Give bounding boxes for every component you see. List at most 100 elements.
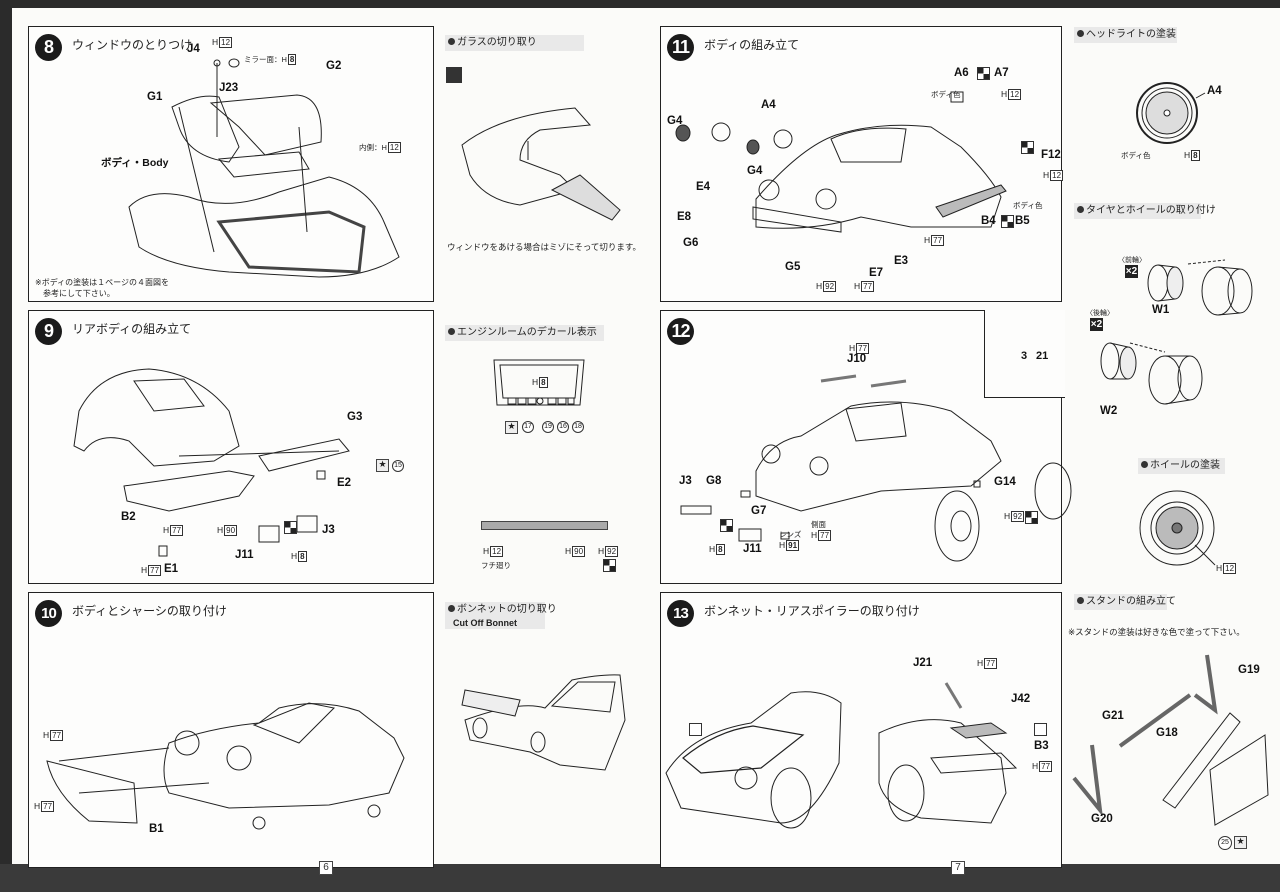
part-label-j21: J21 <box>913 657 933 669</box>
step-number-badge: 11 <box>667 34 694 61</box>
left-headlight <box>174 730 200 756</box>
rear-tire <box>1034 462 1072 520</box>
bonnet <box>682 725 805 774</box>
part-label-g2: G2 <box>326 60 342 72</box>
g3-rear-garnish <box>258 438 350 472</box>
quantity-badge: ×2 <box>1090 318 1103 331</box>
wheel-paint-heading: ホイールの塗装 <box>1138 458 1225 474</box>
step-number-badge: 12 <box>667 318 694 345</box>
part-label-b2: B2 <box>121 511 136 523</box>
glass-cut-caption: ウィンドウをあける場合はミゾにそって切ります。 <box>447 243 642 253</box>
g1-guide-line <box>178 106 215 253</box>
rear-wheel <box>887 764 925 822</box>
windshield <box>252 702 336 744</box>
part-label-e8: E8 <box>677 211 692 223</box>
decal-marker-icon <box>1001 215 1014 228</box>
part-label-g7: G7 <box>751 505 767 517</box>
bullet-icon <box>1077 206 1084 213</box>
cut-marker-icon <box>689 723 702 736</box>
body-label: ボディ・Body <box>101 157 169 169</box>
part-label-g20: G20 <box>1091 813 1113 825</box>
glass-cut-heading: ガラスの切り取り <box>445 35 584 51</box>
bullet-icon <box>1141 461 1148 468</box>
part-label-e4: E4 <box>696 181 711 193</box>
windshield <box>830 127 907 163</box>
body-shell <box>128 176 400 278</box>
bonnet-cut-subheading: Cut Off Bonnet <box>453 618 517 628</box>
b2-rear-bumper <box>123 470 255 512</box>
e1-part <box>158 545 168 557</box>
j42-grille <box>949 722 1008 739</box>
rear-garnish-strip <box>481 521 608 530</box>
bullet-icon <box>448 328 455 335</box>
bullet-icon <box>448 605 455 612</box>
part-label-j23: J23 <box>219 82 239 94</box>
body-chassis-illustration <box>46 702 405 830</box>
part-label-e3: E3 <box>894 255 909 267</box>
part-label-a4: A4 <box>761 99 776 111</box>
left-headlight <box>761 444 781 464</box>
windshield <box>845 402 907 442</box>
part-label-j11: J11 <box>235 549 254 561</box>
g1-window-part <box>171 95 240 163</box>
bonnet-spoiler-illustration <box>665 682 1018 829</box>
part-label-b3: B3 <box>1034 740 1049 752</box>
decal-marker-icon <box>977 67 990 80</box>
b4-side-skirt <box>935 184 1007 218</box>
right-headlight-mount <box>815 188 837 210</box>
step-number-badge: 9 <box>35 318 62 345</box>
body-paint-note-line-2: 参考にして下さい。 <box>43 289 115 298</box>
front-headlight <box>734 766 758 790</box>
part-label-j3: J3 <box>679 475 692 487</box>
part-label-g8: G8 <box>706 475 722 487</box>
b3-rear-spoiler <box>930 752 1018 774</box>
body-color-callout: ボディ色 <box>931 90 961 99</box>
wiper-wheel-illustration <box>680 374 1072 562</box>
part-label-g4-left: G4 <box>667 115 683 127</box>
e2-part <box>316 470 326 480</box>
j10-wiper-right <box>870 379 907 388</box>
decal-marker-icon <box>720 519 733 532</box>
stand-heading: スタンドの組み立て <box>1074 594 1176 610</box>
car-body <box>163 703 405 809</box>
bullet-icon <box>448 38 455 45</box>
lens-label: レンズ <box>779 530 802 539</box>
part-label-g3: G3 <box>347 411 363 423</box>
part-label-g18: G18 <box>1156 727 1178 739</box>
rear-body-illustration <box>73 368 350 557</box>
j3-reflector <box>296 515 318 533</box>
decal-number: 25 <box>1218 836 1232 850</box>
decal-number: 16 <box>557 421 569 433</box>
cut-marker-icon <box>1034 723 1047 736</box>
part-label-a4: A4 <box>1207 85 1222 97</box>
rear-car-body <box>878 719 1007 824</box>
right-headlight <box>809 456 829 476</box>
rear-window <box>133 378 205 412</box>
step-title: ボンネット・リアスポイラーの取り付け <box>704 604 920 618</box>
decal-icon: ★ <box>505 421 518 434</box>
car-body-front <box>755 124 1002 229</box>
right-headlight <box>226 745 252 771</box>
step-11-panel: 11 ボディの組み立て A6 A7 A4 G4 G4 F12 E4 E8 G6 … <box>660 26 1064 302</box>
step-title: ウィンドウのとりつけ <box>72 38 193 52</box>
engine-decal-heading: エンジンルームのデカール表示 <box>445 325 604 341</box>
j21-part <box>944 682 963 709</box>
